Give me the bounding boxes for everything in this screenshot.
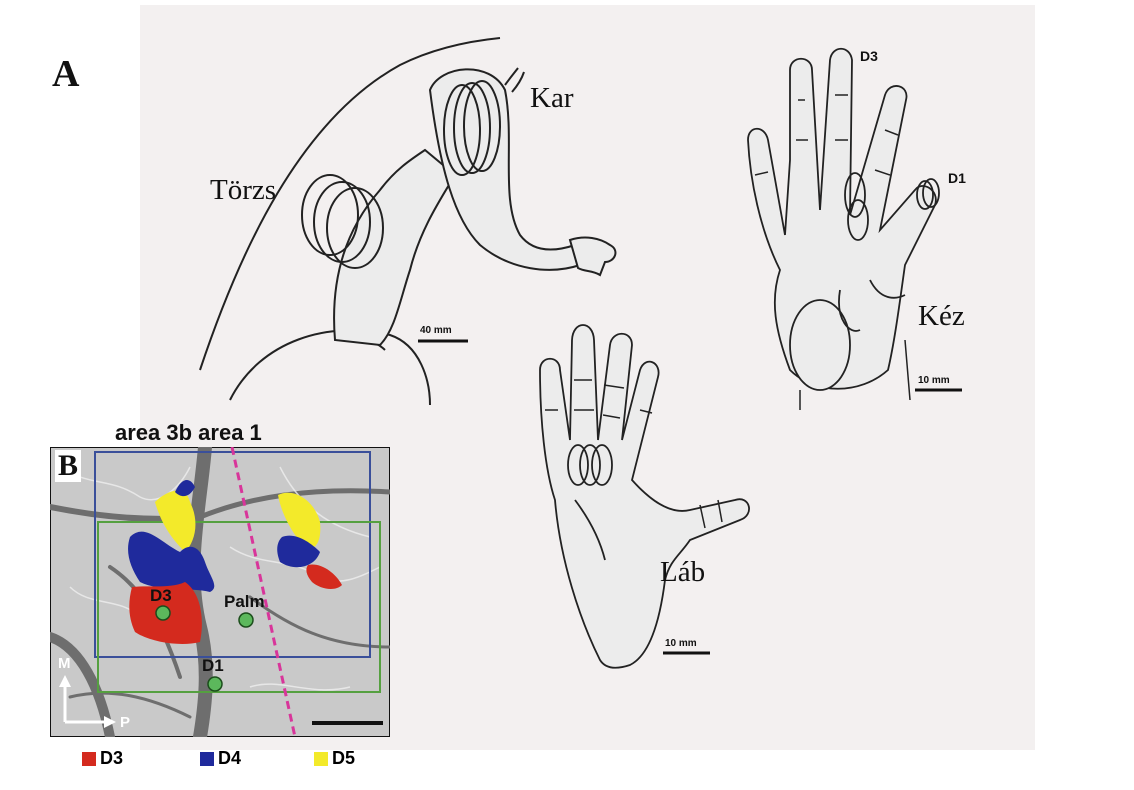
- scale-label-hand: 10 mm: [918, 375, 950, 386]
- legend-item-d3: D3: [82, 748, 123, 769]
- site-label-palm: Palm: [224, 592, 265, 612]
- site-label-d3: D3: [150, 586, 172, 606]
- label-kar: Kar: [530, 82, 573, 115]
- panel-b-image: [50, 447, 390, 737]
- label-lab: Láb: [660, 556, 705, 589]
- legend-swatch-d5: [314, 752, 328, 766]
- site-label-d1: D1: [202, 656, 224, 676]
- scale-label-body: 40 mm: [420, 325, 452, 336]
- scale-label-foot: 10 mm: [665, 638, 697, 649]
- panel-a-letter: A: [52, 52, 79, 96]
- label-torzs: Törzs: [210, 174, 276, 207]
- legend-label-d3: D3: [100, 748, 123, 769]
- foot-drawing: [540, 325, 749, 668]
- legend-item-d5: D5: [314, 748, 355, 769]
- arm-hand: [570, 238, 615, 275]
- axis-label-medial: M: [58, 655, 71, 672]
- hand-drawing: [748, 49, 939, 390]
- label-hand-d1: D1: [948, 170, 966, 186]
- axis-label-posterior: P: [120, 714, 130, 731]
- trunk: [334, 150, 455, 345]
- panel-b-title: area 3b area 1: [115, 420, 262, 446]
- legend-swatch-d4: [200, 752, 214, 766]
- legend-label-d5: D5: [332, 748, 355, 769]
- label-hand-d3: D3: [860, 48, 878, 64]
- site-palm: [239, 613, 253, 627]
- lower-body-outline: [230, 330, 430, 405]
- legend-item-d4: D4: [200, 748, 241, 769]
- label-kez: Kéz: [918, 300, 965, 333]
- panel-b-letter: B: [55, 450, 81, 482]
- site-d3: [156, 606, 170, 620]
- legend-label-d4: D4: [218, 748, 241, 769]
- legend-swatch-d3: [82, 752, 96, 766]
- site-d1: [208, 677, 222, 691]
